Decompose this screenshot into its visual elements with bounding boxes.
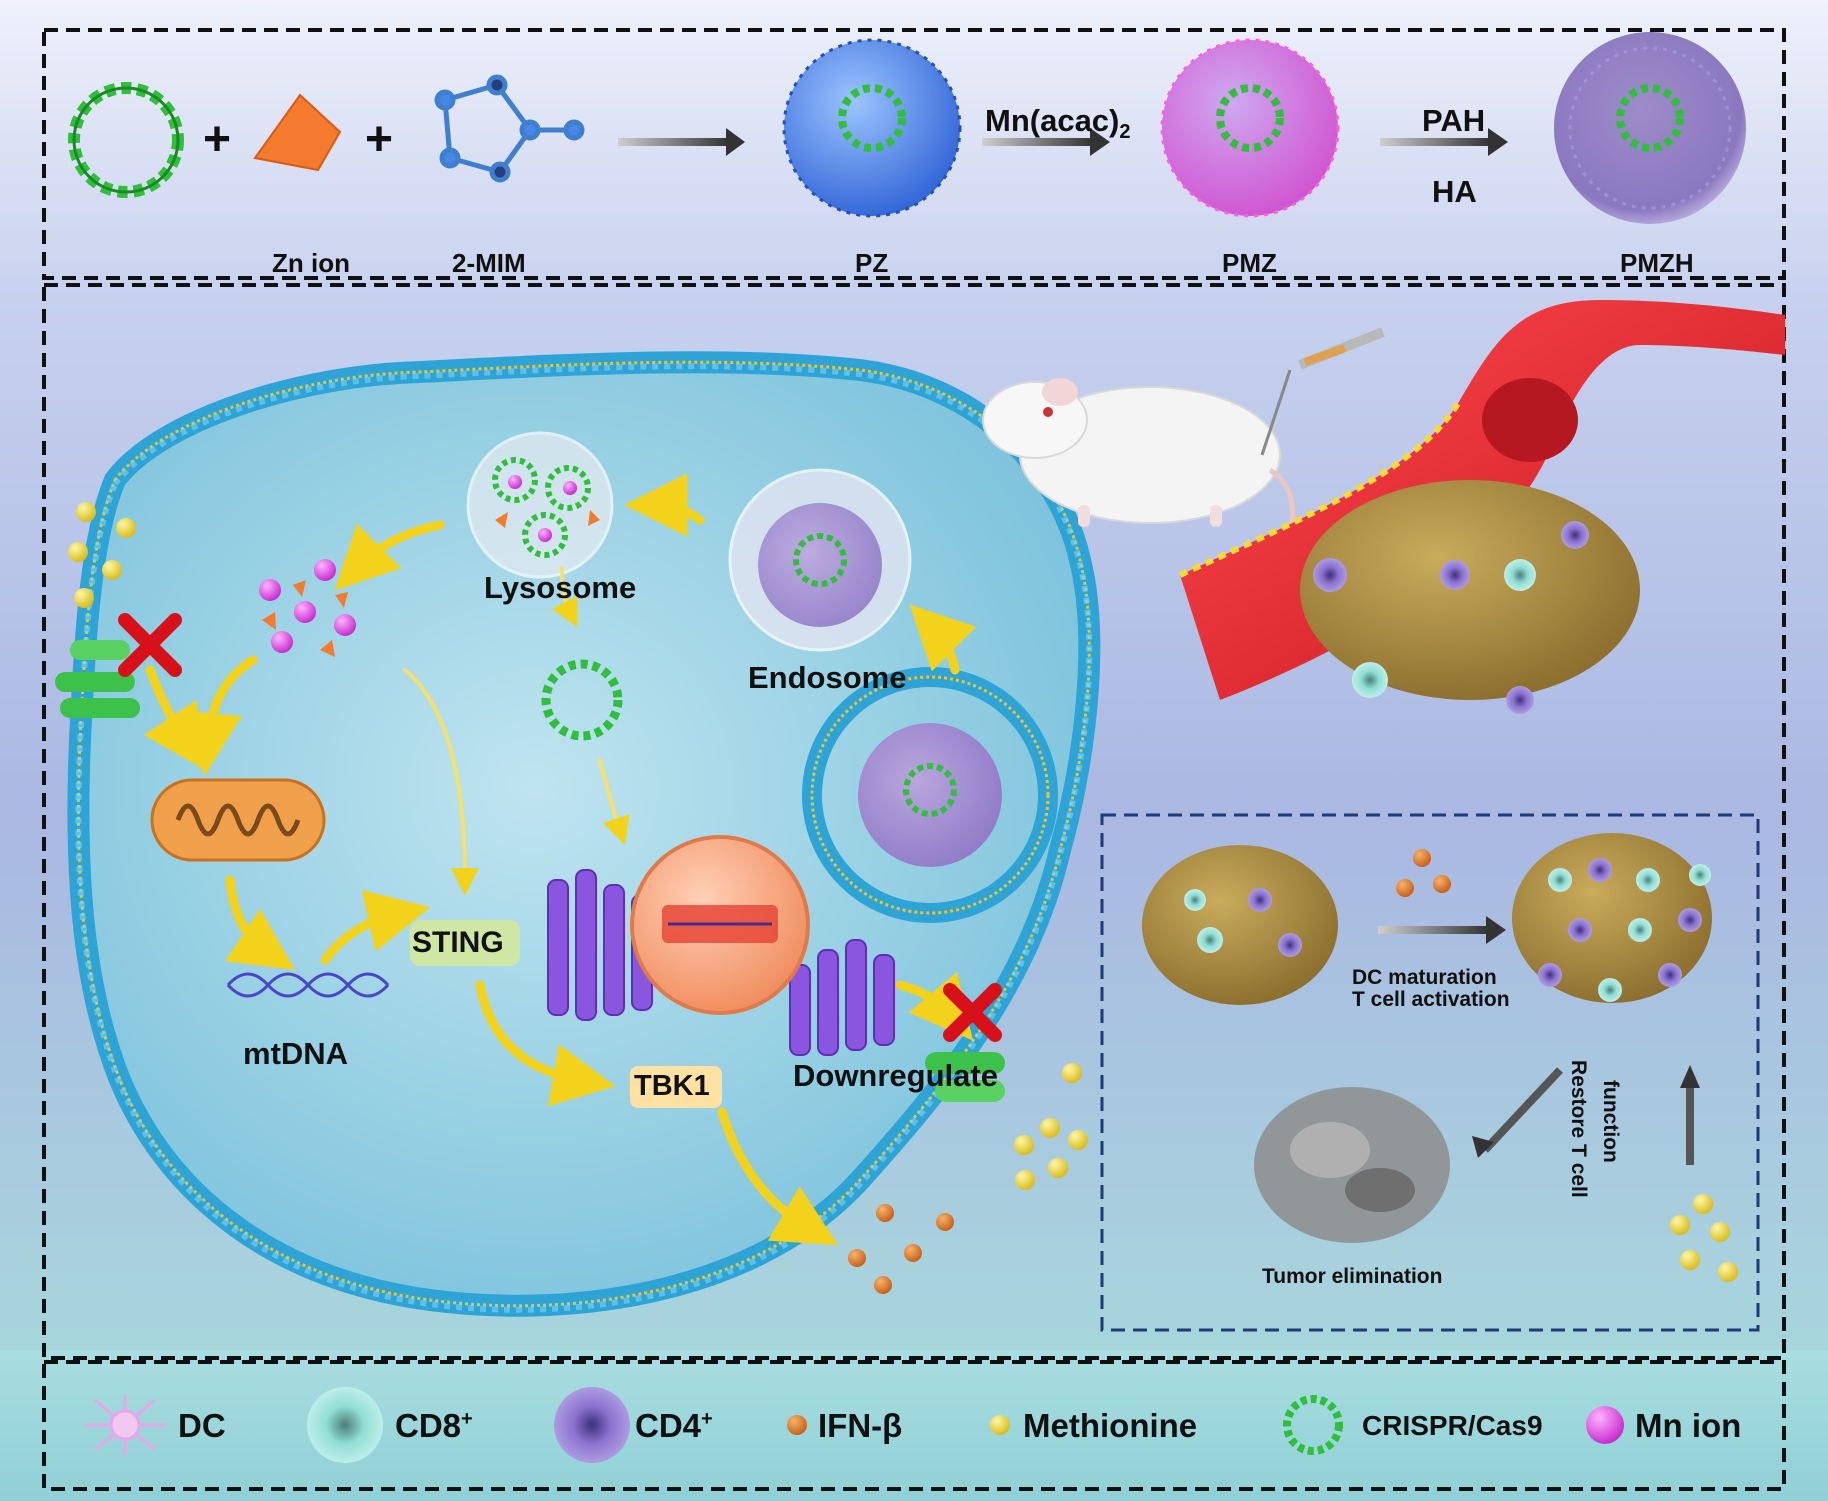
tumor-elimination-label: Tumor elimination [1262,1265,1443,1288]
tbk1-label: TBK1 [634,1070,710,1102]
downregulate-label: Downregulate [793,1058,998,1093]
pmz-nanoparticle [1160,38,1340,218]
mn-zn-release-cluster [259,559,356,657]
legend-cd8-superscript: + [461,1408,473,1430]
lysosome [466,431,614,579]
ha-label: HA [1432,174,1477,209]
legend-cd8-label: CD8+ [395,1407,473,1445]
mtdna-helix-icon [226,972,390,998]
pz-label: PZ [855,248,889,278]
legend-cd8-text: CD8 [395,1407,462,1444]
restore-t-cell-label: Restore T cell [1567,1060,1590,1198]
legend-dc-label: DC [178,1407,226,1444]
mouse-illustration [982,378,1295,573]
mtdna-label: mtDNA [243,1036,349,1071]
mitochondrion [150,778,326,862]
tumor-activated [1512,833,1712,1003]
plus-sign-2: + [365,113,394,166]
mn-reagent-label: Mn(acac)2 [985,103,1131,144]
block-x-right-icon [943,983,1002,1042]
transporter-left [55,640,140,718]
transporter-right [925,1052,1005,1102]
restore-function-label: function [1599,1080,1622,1163]
sting-badge [410,920,520,966]
crispr-plasmid-icon [68,82,184,198]
pmzh-label: PMZH [1620,248,1694,278]
sting-label: STING [412,926,504,959]
block-x-left-icon [118,613,182,677]
zn-ion-label: Zn ion [272,248,350,278]
plus-sign-1: + [203,113,232,166]
mn-reagent-main: Mn(acac) [985,103,1120,138]
dc-legend-icon [85,1395,165,1455]
mim-molecule-icon [434,74,585,183]
mn-reagent-subscript: 2 [1119,121,1131,144]
zn-ion-icon [253,93,342,172]
methionine-dots-panel [1670,1194,1738,1282]
cd4-legend-icon [554,1387,630,1463]
legend-cd4-label: CD4+ [635,1407,713,1445]
legend-cd4-text: CD4 [635,1407,702,1444]
pah-label: PAH [1422,103,1486,138]
pmzh-nanoparticle [1554,32,1746,224]
methionine-dots-right [1014,1063,1088,1190]
endocytosis-vesicle [802,667,1058,923]
lysosome-label: Lysosome [484,570,637,605]
tbk1-badge [630,1066,722,1108]
legend-cd4-superscript: + [701,1408,713,1430]
ifn-dots [848,1204,954,1294]
t-cell-activation-label: T cell activation [1352,988,1510,1011]
ifn-legend-icon [787,1415,807,1435]
cd8-legend-icon [307,1387,383,1463]
endosome-label: Endosome [748,660,907,695]
tumor-eliminated [1254,1087,1450,1243]
legend-mn-ion-label: Mn ion [1635,1407,1742,1444]
pmz-label: PMZ [1222,248,1277,278]
pz-nanoparticle [782,38,962,218]
methionine-dots-left [68,502,136,608]
mn-ion-legend-icon [1586,1406,1624,1444]
legend-ifn-label: IFN-β [818,1407,903,1444]
dc-maturation-label: DC maturation [1352,966,1497,989]
nucleus [630,835,810,1015]
syringe-icon [1260,327,1385,456]
crispr-legend-icon [1283,1395,1343,1455]
methionine-legend-icon [990,1415,1010,1435]
cytoplasm-crispr-plasmid [541,659,623,741]
tumor-mass-vessel [1300,480,1640,714]
mim-label: 2-MIM [452,248,526,278]
ifn-dots-panel [1396,849,1451,897]
legend-crispr-label: CRISPR/Cas9 [1362,1410,1543,1441]
legend-methionine-label: Methionine [1023,1407,1198,1444]
tumor-before [1142,845,1338,1005]
endosome [728,468,912,652]
